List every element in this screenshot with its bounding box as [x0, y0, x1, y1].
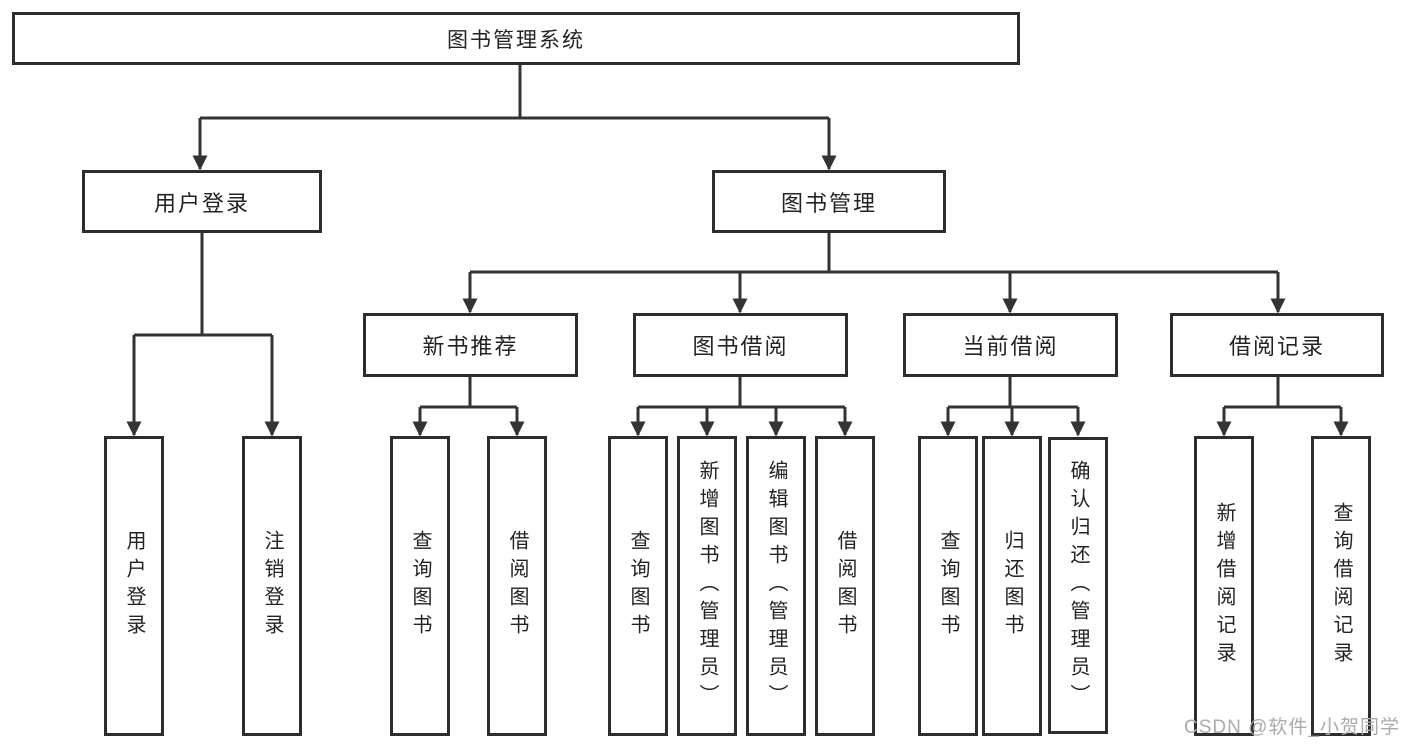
node-user-login: 用户登录 — [82, 170, 322, 233]
node-leaf-edit-books-admin: 编辑图书（管理员） — [746, 436, 806, 736]
node-leaf-borrow-books-1: 借阅图书 — [487, 436, 547, 736]
connector-root-to-level2 — [192, 65, 837, 171]
node-leaf-logout: 注销登录 — [242, 436, 302, 736]
node-leaf-add-books-admin: 新增图书（管理员） — [677, 436, 737, 736]
node-leaf-add-borrow-record: 新增借阅记录 — [1194, 436, 1254, 736]
csdn-watermark: CSDN @软件_小贺同学 — [1184, 717, 1400, 738]
node-leaf-query-books-2: 查询图书 — [608, 436, 668, 736]
node-leaf-query-borrow-record: 查询借阅记录 — [1311, 436, 1371, 736]
node-book-management: 图书管理 — [712, 170, 946, 233]
connector-borrowing-records-children — [1216, 377, 1349, 437]
connector-user-login-children — [126, 233, 280, 437]
node-new-book-recommend: 新书推荐 — [363, 313, 578, 377]
connector-book-management-children — [462, 233, 1286, 314]
node-library-management-system: 图书管理系统 — [12, 12, 1020, 65]
node-leaf-borrow-books-2: 借阅图书 — [815, 436, 875, 736]
node-leaf-user-login: 用户登录 — [104, 436, 164, 736]
node-leaf-query-books-3: 查询图书 — [918, 436, 978, 736]
node-borrowing-records: 借阅记录 — [1170, 313, 1384, 377]
node-book-borrowing: 图书借阅 — [633, 313, 848, 377]
connector-current-borrowing-children — [940, 377, 1086, 437]
connector-new-book-recommend-children — [412, 377, 525, 437]
node-leaf-confirm-return-admin: 确认归还（管理员） — [1048, 437, 1108, 734]
node-current-borrowing: 当前借阅 — [903, 313, 1118, 377]
node-leaf-query-books-1: 查询图书 — [390, 436, 450, 736]
node-leaf-return-books: 归还图书 — [982, 436, 1042, 736]
connector-book-borrowing-children — [630, 377, 853, 437]
